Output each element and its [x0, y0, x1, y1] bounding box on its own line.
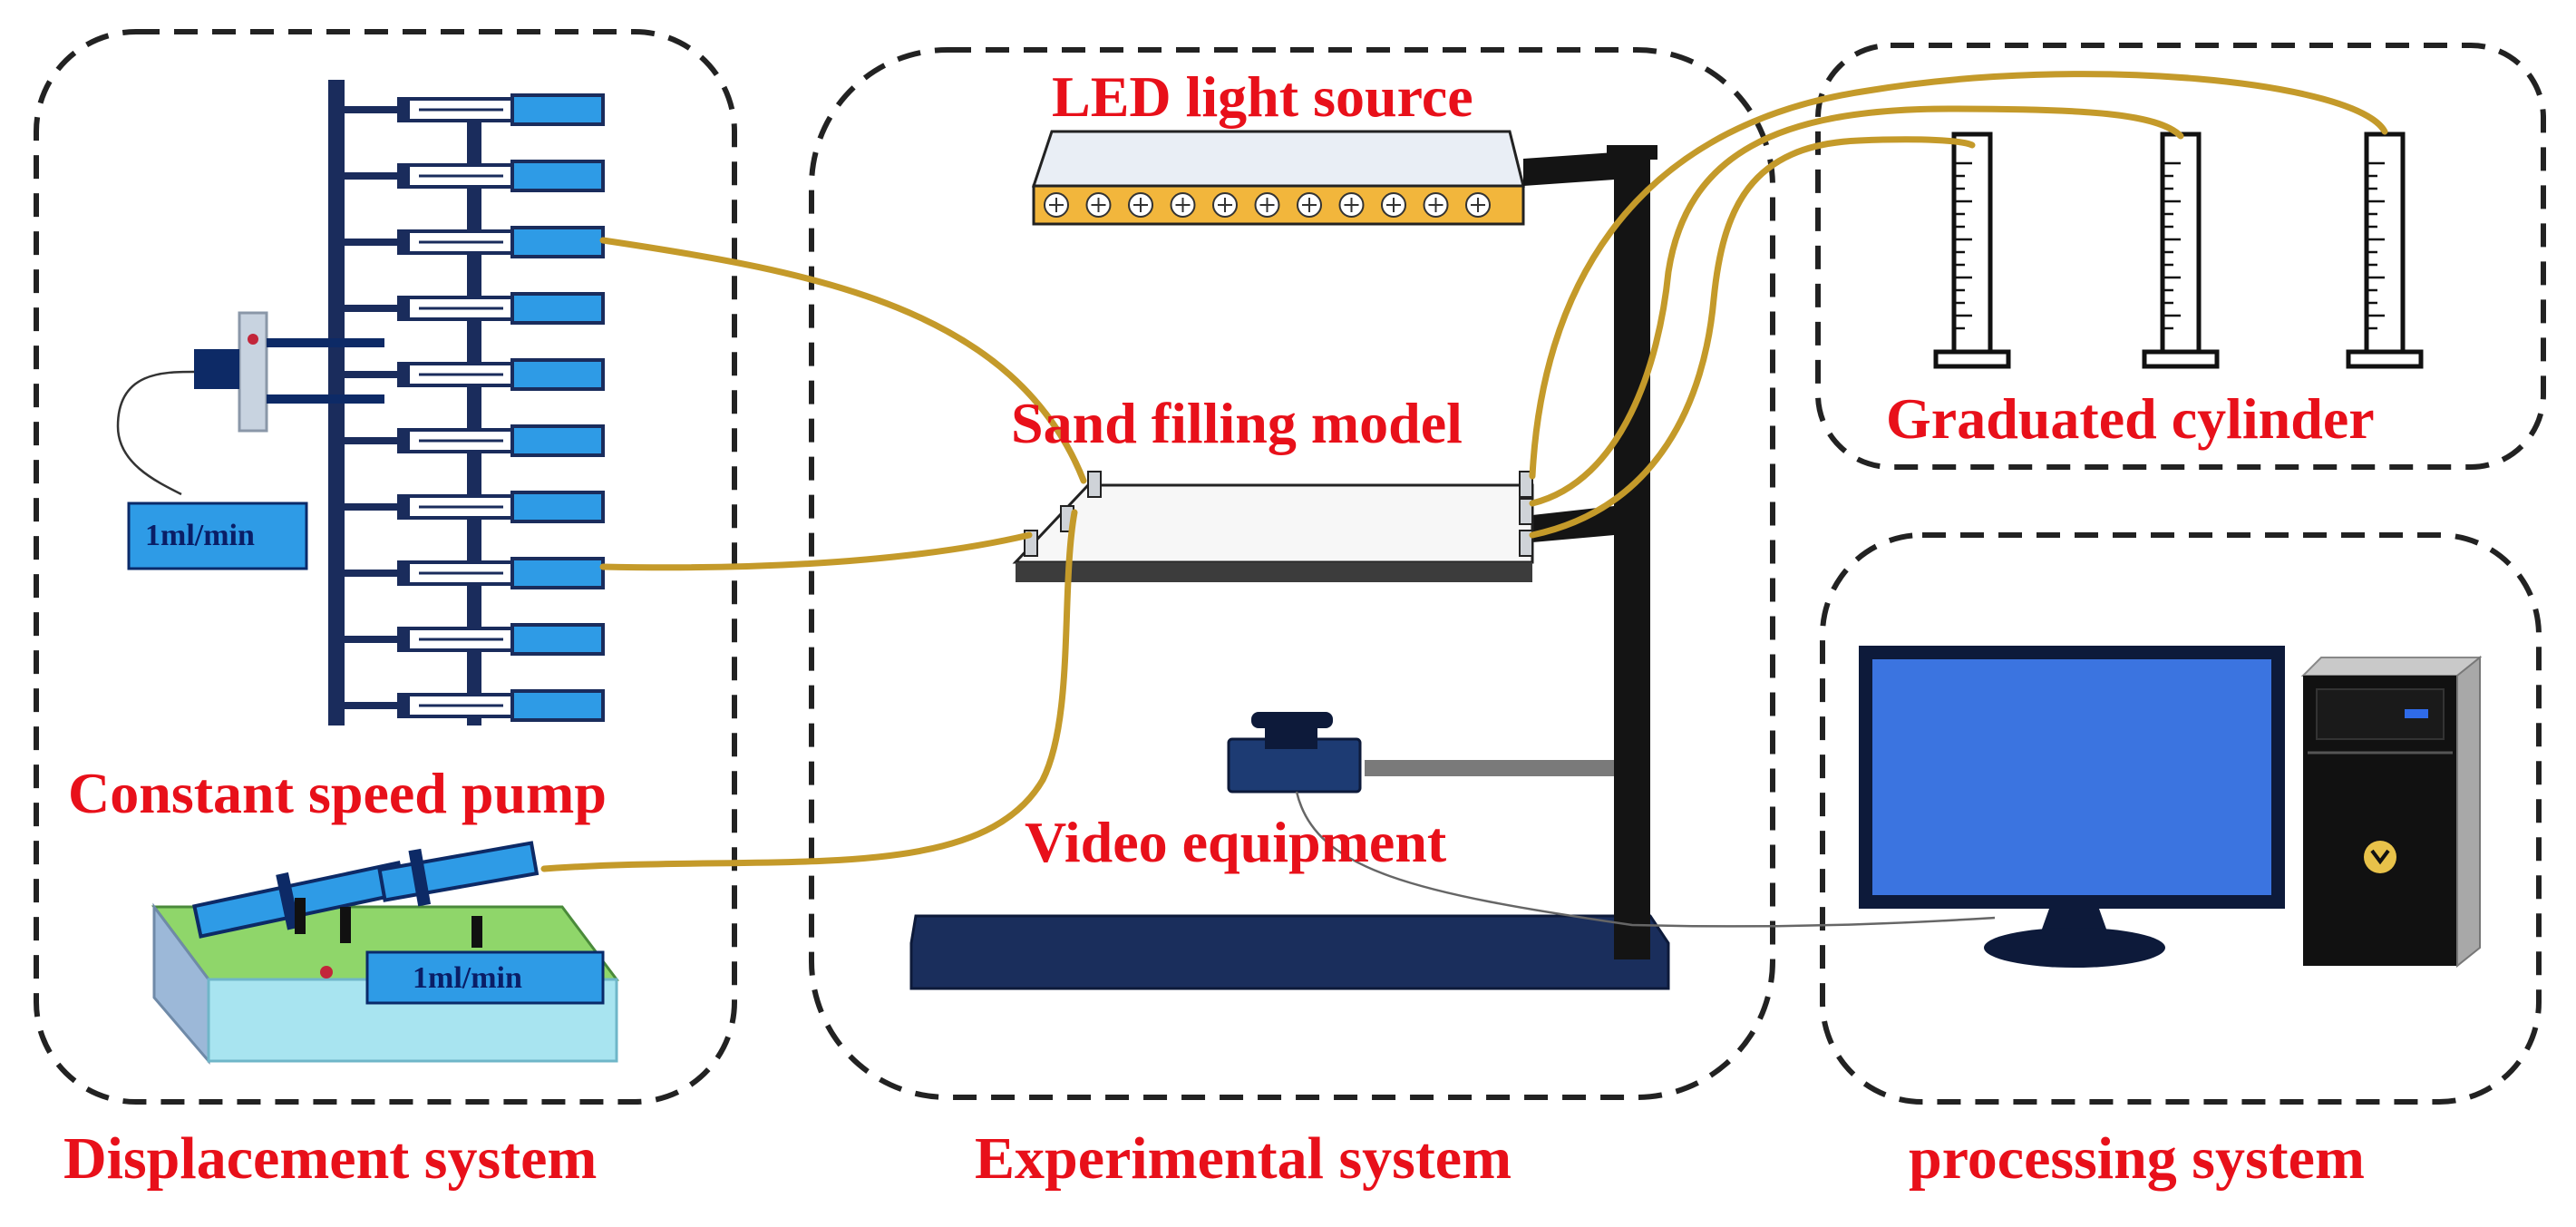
- led-bulb: [1338, 192, 1365, 218]
- experimental-system-label: Experimental system: [975, 1125, 1512, 1192]
- syringe: [345, 557, 605, 589]
- syringe: [345, 623, 605, 656]
- graduated-cylinders: [1933, 131, 2424, 369]
- pump-rate-text: 1ml/min: [145, 519, 255, 552]
- syringe: [345, 226, 605, 258]
- pump-rate-display: [127, 502, 308, 570]
- led-bulb: [1128, 192, 1153, 218]
- led-bulb: [1085, 192, 1112, 218]
- led-bulb: [1170, 192, 1196, 218]
- tube-model-to-cylinder-3: [1529, 136, 1976, 539]
- tube-pump-to-model-lower: [599, 531, 1033, 571]
- syringe: [345, 160, 605, 192]
- video-camera: [1227, 712, 1996, 928]
- tube-pump-to-model-upper: [599, 237, 1087, 484]
- led-bulb: [1212, 192, 1238, 218]
- led-bulb: [1044, 192, 1069, 218]
- processing-system-box: [1820, 532, 2542, 1105]
- stand-pole: [1614, 152, 1650, 959]
- displacement-system-box: [34, 29, 737, 1105]
- tube-bench-pump-to-model: [540, 509, 1078, 872]
- pump-controller: [238, 311, 268, 433]
- tubing: [540, 71, 2388, 872]
- syringe: [345, 424, 605, 457]
- bench-pump-display: [365, 950, 605, 1005]
- syringe: [345, 93, 605, 126]
- syringe: [345, 292, 605, 325]
- graduated-cylinder: [2346, 131, 2424, 369]
- led-bulb-row: [1044, 192, 1491, 218]
- bench-syringe-pump: [151, 841, 619, 1066]
- graduated-cylinder-box: [1815, 43, 2546, 470]
- syringe: [345, 491, 605, 523]
- syringe-group: [345, 93, 605, 722]
- displacement-system-label: Displacement system: [63, 1125, 598, 1192]
- syringe: [345, 689, 605, 722]
- led-bulb: [1423, 192, 1449, 218]
- sand-filling-model-label: Sand filling model: [1011, 391, 1463, 455]
- bench-pump-light: [320, 966, 333, 979]
- monitor-screen: [1872, 659, 2271, 895]
- led-bulb: [1465, 192, 1491, 218]
- bench-pump-rate-text: 1ml/min: [413, 961, 522, 995]
- graduated-cylinder-label: Graduated cylinder: [1886, 386, 2375, 451]
- pump-motor: [194, 349, 239, 389]
- led-bulb: [1297, 192, 1322, 218]
- controller-link-1: [267, 338, 384, 347]
- controller-cable: [116, 370, 195, 496]
- led-bulb: [1381, 192, 1406, 218]
- sand-filling-model: [1012, 471, 1534, 582]
- video-equipment-label: Video equipment: [1025, 810, 1447, 874]
- indicator-light: [248, 334, 258, 345]
- experimental-system-box: [809, 47, 1775, 1100]
- led-light-source-label: LED light source: [1052, 64, 1473, 129]
- syringe: [345, 358, 605, 391]
- graduated-cylinder: [2142, 131, 2220, 369]
- processing-system-label: processing system: [1909, 1125, 2365, 1192]
- controller-link-2: [267, 394, 384, 404]
- camera-cable: [1295, 791, 1996, 928]
- tube-model-to-cylinder-1: [1529, 71, 2388, 480]
- tube-model-to-cylinder-2: [1529, 105, 2184, 507]
- led-light-source: [1031, 130, 1525, 226]
- graduated-cylinder: [1933, 131, 2011, 369]
- syringe-rack: [116, 80, 605, 725]
- constant-speed-pump-label: Constant speed pump: [68, 761, 607, 825]
- computer: [1859, 646, 2483, 969]
- led-bulb: [1254, 192, 1280, 218]
